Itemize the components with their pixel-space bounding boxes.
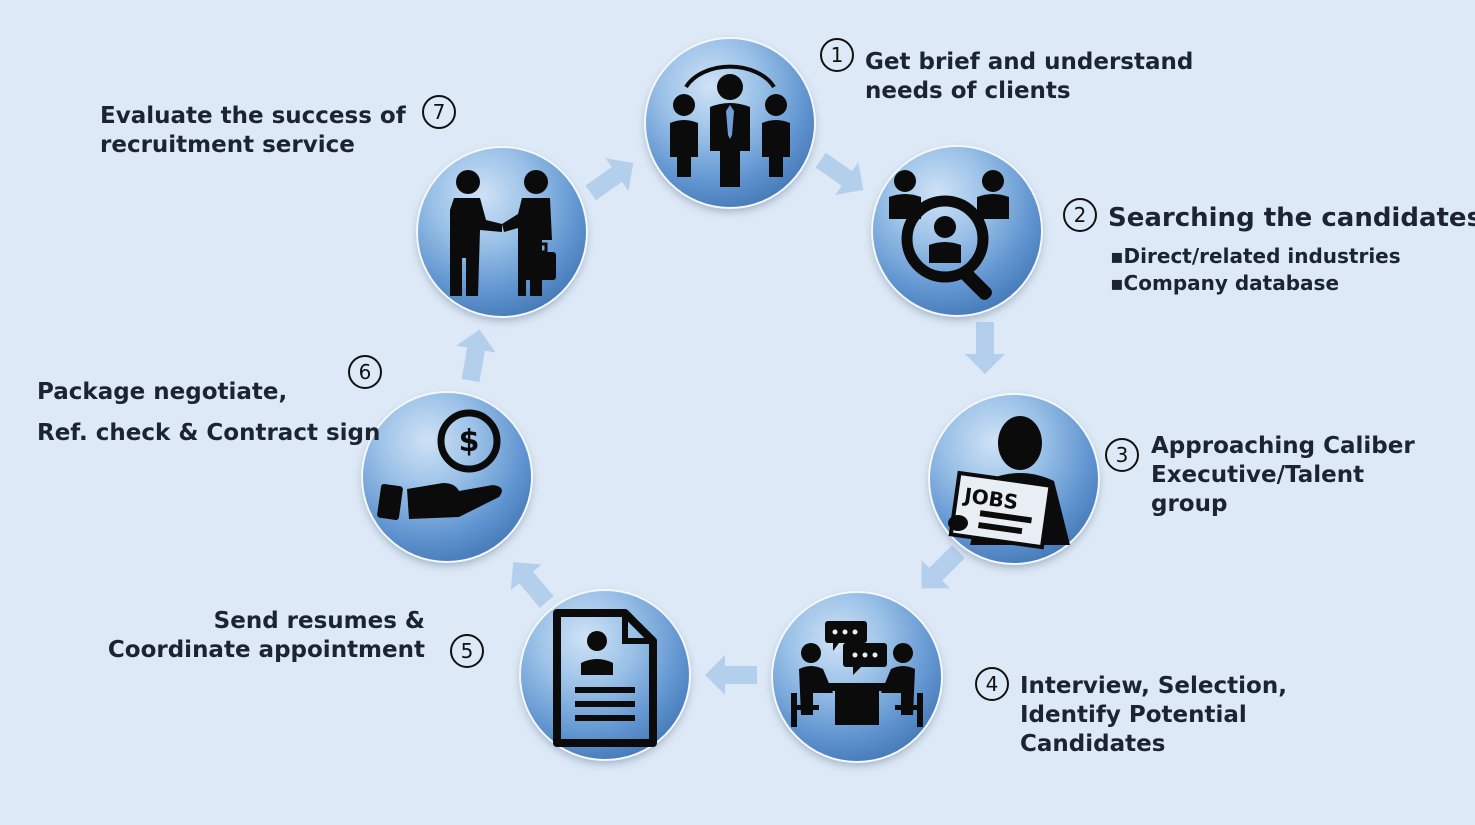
step-6-line-1: Package negotiate, [37, 379, 288, 405]
step-1-label: Get brief and understand needs of client… [865, 48, 1193, 106]
step-2-title: Searching the candidates [1108, 203, 1475, 233]
step-4-line-3: Candidates [1020, 731, 1166, 757]
step-7-label: Evaluate the success of recruitment serv… [100, 102, 406, 160]
dollar-sign-text: $ [459, 424, 480, 459]
step-5-line-1: Send resumes & [213, 608, 425, 634]
step-5-label: Send resumes & Coordinate appointment [108, 607, 425, 665]
handshake-icon [450, 170, 556, 296]
step-2-circle [873, 147, 1041, 315]
interview-meeting-icon [791, 621, 923, 727]
step-6-circle: $ [363, 393, 531, 561]
team-icon [670, 64, 790, 187]
step-3-number: 3 [1105, 438, 1139, 472]
step-1-line-2: needs of clients [865, 78, 1071, 104]
arrow-2-to-3 [965, 322, 1005, 374]
step-4-line-2: Identify Potential [1020, 702, 1247, 728]
arrow-1-to-2 [815, 152, 864, 195]
step-2-label: Searching the candidates ▪Direct/related… [1108, 204, 1475, 297]
step-1-circle [646, 39, 814, 207]
step-6-line-2: Ref. check & Contract sign [37, 420, 381, 446]
arrow-3-to-4 [921, 545, 965, 589]
arrow-7-to-1 [585, 158, 634, 201]
step-7-number: 7 [422, 95, 456, 129]
step-6-label: Package negotiate, Ref. check & Contract… [37, 372, 380, 454]
step-6-number: 6 [348, 355, 382, 389]
money-hand-icon: $ [377, 409, 502, 520]
step-4-label: Interview, Selection, Identify Potential… [1020, 672, 1287, 759]
candidate-search-icon [889, 170, 1009, 300]
step-4-circle [773, 593, 941, 761]
resume-icon [553, 609, 657, 747]
step-1-line-1: Get brief and understand [865, 49, 1194, 75]
step-3-circle: JOBS [930, 395, 1098, 563]
step-4-line-1: Interview, Selection, [1020, 673, 1287, 699]
step-2-bullet-1: ▪Direct/related industries [1110, 244, 1401, 268]
step-5-line-2: Coordinate appointment [107, 637, 425, 663]
step-4-number: 4 [975, 667, 1009, 701]
step-3-line-2: Executive/Talent [1151, 462, 1365, 488]
step-5-circle [521, 591, 689, 759]
step-5-number: 5 [450, 634, 484, 668]
step-3-line-1: Approaching Caliber [1151, 433, 1415, 459]
arrow-6-to-7 [456, 329, 496, 383]
step-2-number: 2 [1063, 198, 1097, 232]
step-2-bullet-2: ▪Company database [1110, 271, 1340, 295]
jobs-newspaper-icon: JOBS [948, 416, 1070, 550]
step-1-number: 1 [820, 38, 854, 72]
step-7-line-2: recruitment service [100, 132, 355, 158]
step-7-circle [418, 148, 586, 316]
step-3-label: Approaching Caliber Executive/Talent gro… [1151, 432, 1415, 519]
step-3-line-3: group [1151, 491, 1228, 517]
step-7-line-1: Evaluate the success of [100, 103, 406, 129]
arrow-5-to-6 [510, 562, 554, 608]
arrow-4-to-5 [705, 655, 757, 695]
